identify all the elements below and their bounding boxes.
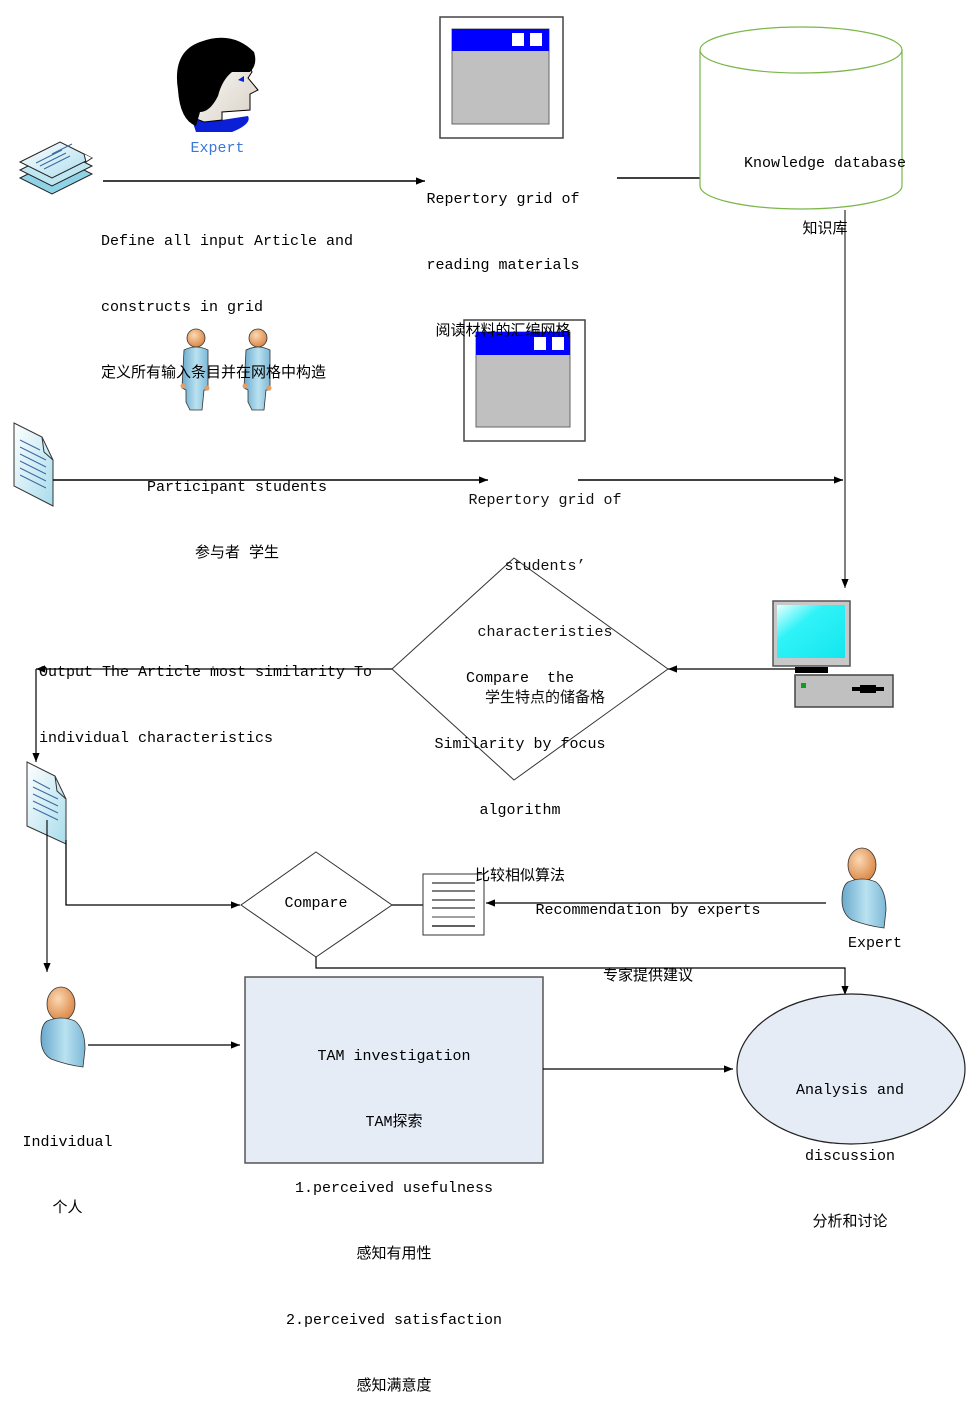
grid-students-label: Repertory grid of students’ characterist…: [468, 492, 622, 707]
participant-students-label: Participant students 参与者 学生: [146, 479, 328, 562]
arrow-compare-to-analysis: [315, 957, 849, 995]
window-grid-students-icon: [463, 319, 586, 442]
diagram-canvas: [13, 16, 966, 1164]
knowledge-database-cylinder: [699, 26, 903, 210]
tam-investigation-label: TAM investigation TAM探索 1.perceived usef…: [285, 1048, 503, 1395]
individual-person-icon: [40, 986, 86, 1068]
stacked-documents-icon: [18, 141, 94, 195]
expert-person-icon: [841, 847, 887, 929]
expert-head-icon: [176, 37, 259, 132]
compare-similarity-label: Compare the Similarity by focus algorith…: [434, 670, 606, 885]
window-grid-reading-icon: [439, 16, 564, 139]
recommendation-label: Recommendation by experts 专家提供建议: [535, 902, 761, 985]
compare-label: Compare: [284, 895, 348, 912]
document-icon: [13, 422, 54, 507]
grid-reading-label: Repertory grid of reading materials 阅读材料…: [426, 191, 580, 340]
analysis-discussion-label: Analysis and discussion 分析和讨论: [795, 1082, 905, 1231]
recommendation-document-icon: [422, 873, 485, 936]
students-icon: [180, 328, 272, 411]
tam-investigation-box: [244, 976, 544, 1164]
expert-label-right: Expert: [847, 935, 902, 952]
analysis-ellipse: [736, 993, 966, 1145]
knowledge-database-label: Knowledge database 知识库: [743, 155, 907, 238]
expert-label-top: Expert: [190, 140, 245, 157]
arrow-document-to-compare: [65, 840, 240, 909]
output-article-label: Output The Article most similarity To in…: [39, 664, 373, 747]
computer-icon: [772, 600, 894, 708]
compare-similarity-diamond: [391, 557, 669, 781]
define-input-label: Define all input Article and constructs …: [101, 233, 354, 382]
output-document-icon: [26, 761, 67, 845]
individual-label: Individual 个人: [22, 1134, 113, 1217]
